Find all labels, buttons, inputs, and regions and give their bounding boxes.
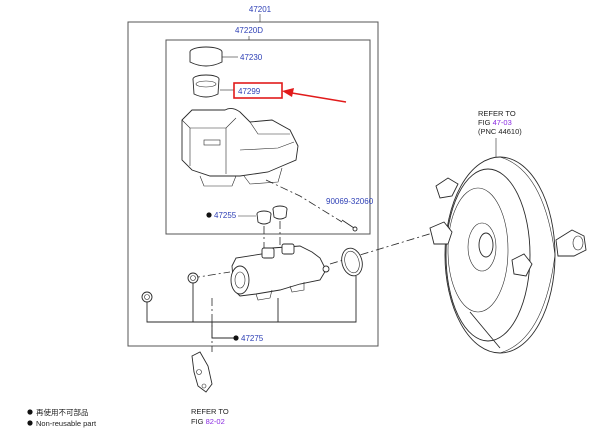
label-47299[interactable]: 47299 — [238, 87, 261, 96]
non-reusable-marker-47275 — [233, 335, 239, 341]
bracket-fig-prefix: FIG — [191, 417, 206, 426]
booster-ref-line1: REFER TO — [478, 109, 516, 118]
gasket-leader-tree — [146, 276, 357, 339]
bracket-part — [191, 351, 213, 393]
bracket-fig-link[interactable]: 82-02 — [206, 417, 225, 426]
legend-dot-2 — [27, 420, 33, 426]
legend-item-1: 再使用不可部品 — [36, 407, 89, 417]
booster-ref-line2[interactable]: FIG 47-03 — [478, 118, 512, 127]
booster-fig-prefix: FIG — [478, 118, 493, 127]
booster-fig-link[interactable]: 47-03 — [493, 118, 512, 127]
bolt-centerline — [265, 179, 343, 223]
non-reusable-marker-47255 — [206, 212, 212, 218]
reservoir-box — [165, 39, 371, 235]
label-47201[interactable]: 47201 — [249, 5, 272, 14]
brake-booster — [429, 156, 587, 354]
strainer — [192, 74, 220, 98]
callout-arrow — [282, 88, 347, 103]
master-cylinder — [230, 243, 330, 301]
bracket-ref-line1: REFER TO — [191, 407, 229, 416]
booster-ref-pnc: (PNC 44610) — [478, 127, 522, 136]
bleeder-caps — [141, 272, 199, 303]
label-90069-32060[interactable]: 90069-32060 — [326, 197, 374, 206]
label-47275[interactable]: 47275 — [241, 334, 264, 343]
bracket-ref-line2[interactable]: FIG 82-02 — [191, 417, 225, 426]
reservoir-tank — [181, 107, 299, 187]
bolt — [341, 219, 358, 232]
label-47220D[interactable]: 47220D — [235, 26, 263, 35]
legend-item-2: Non-reusable part — [36, 419, 97, 428]
label-47230[interactable]: 47230 — [240, 53, 263, 62]
legend-dot-1 — [27, 409, 33, 415]
grommets — [256, 205, 288, 225]
assembly-box — [127, 21, 379, 347]
highlight-box — [233, 82, 283, 99]
reservoir-cap — [189, 46, 223, 67]
label-47255[interactable]: 47255 — [214, 211, 237, 220]
o-ring — [341, 247, 363, 277]
